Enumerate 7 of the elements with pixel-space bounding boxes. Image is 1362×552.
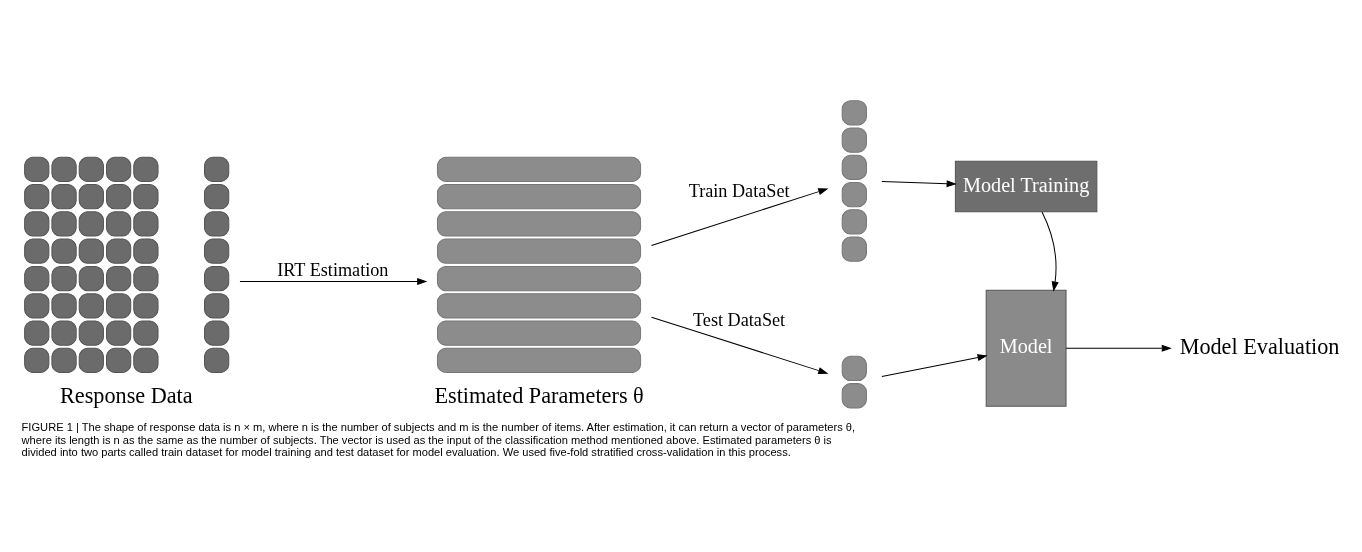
- edge-label: IRT Estimation: [277, 259, 389, 280]
- edge-label: Train DataSet: [688, 181, 790, 202]
- node-label: Response Data: [60, 383, 193, 409]
- caption: FIGURE 1 | The shape of response data is n × m, where n is the number of subjects and m is the number of items. After estimation, it can return a vector of parameters θ, where its length is n as the same as the number of subjects. The vector is used as the input of the classification method mentioned above. Estimated parameters θ is divided into two parts called train dataset for model training and test dataset for model evaluation. We used five-fold stratified cross-validation in this process.: [21, 421, 856, 458]
- edge-label: Test DataSet: [693, 310, 786, 331]
- node-text: Model Evaluation: [1179, 333, 1340, 359]
- node-label: Estimated Parameters θ: [434, 383, 644, 409]
